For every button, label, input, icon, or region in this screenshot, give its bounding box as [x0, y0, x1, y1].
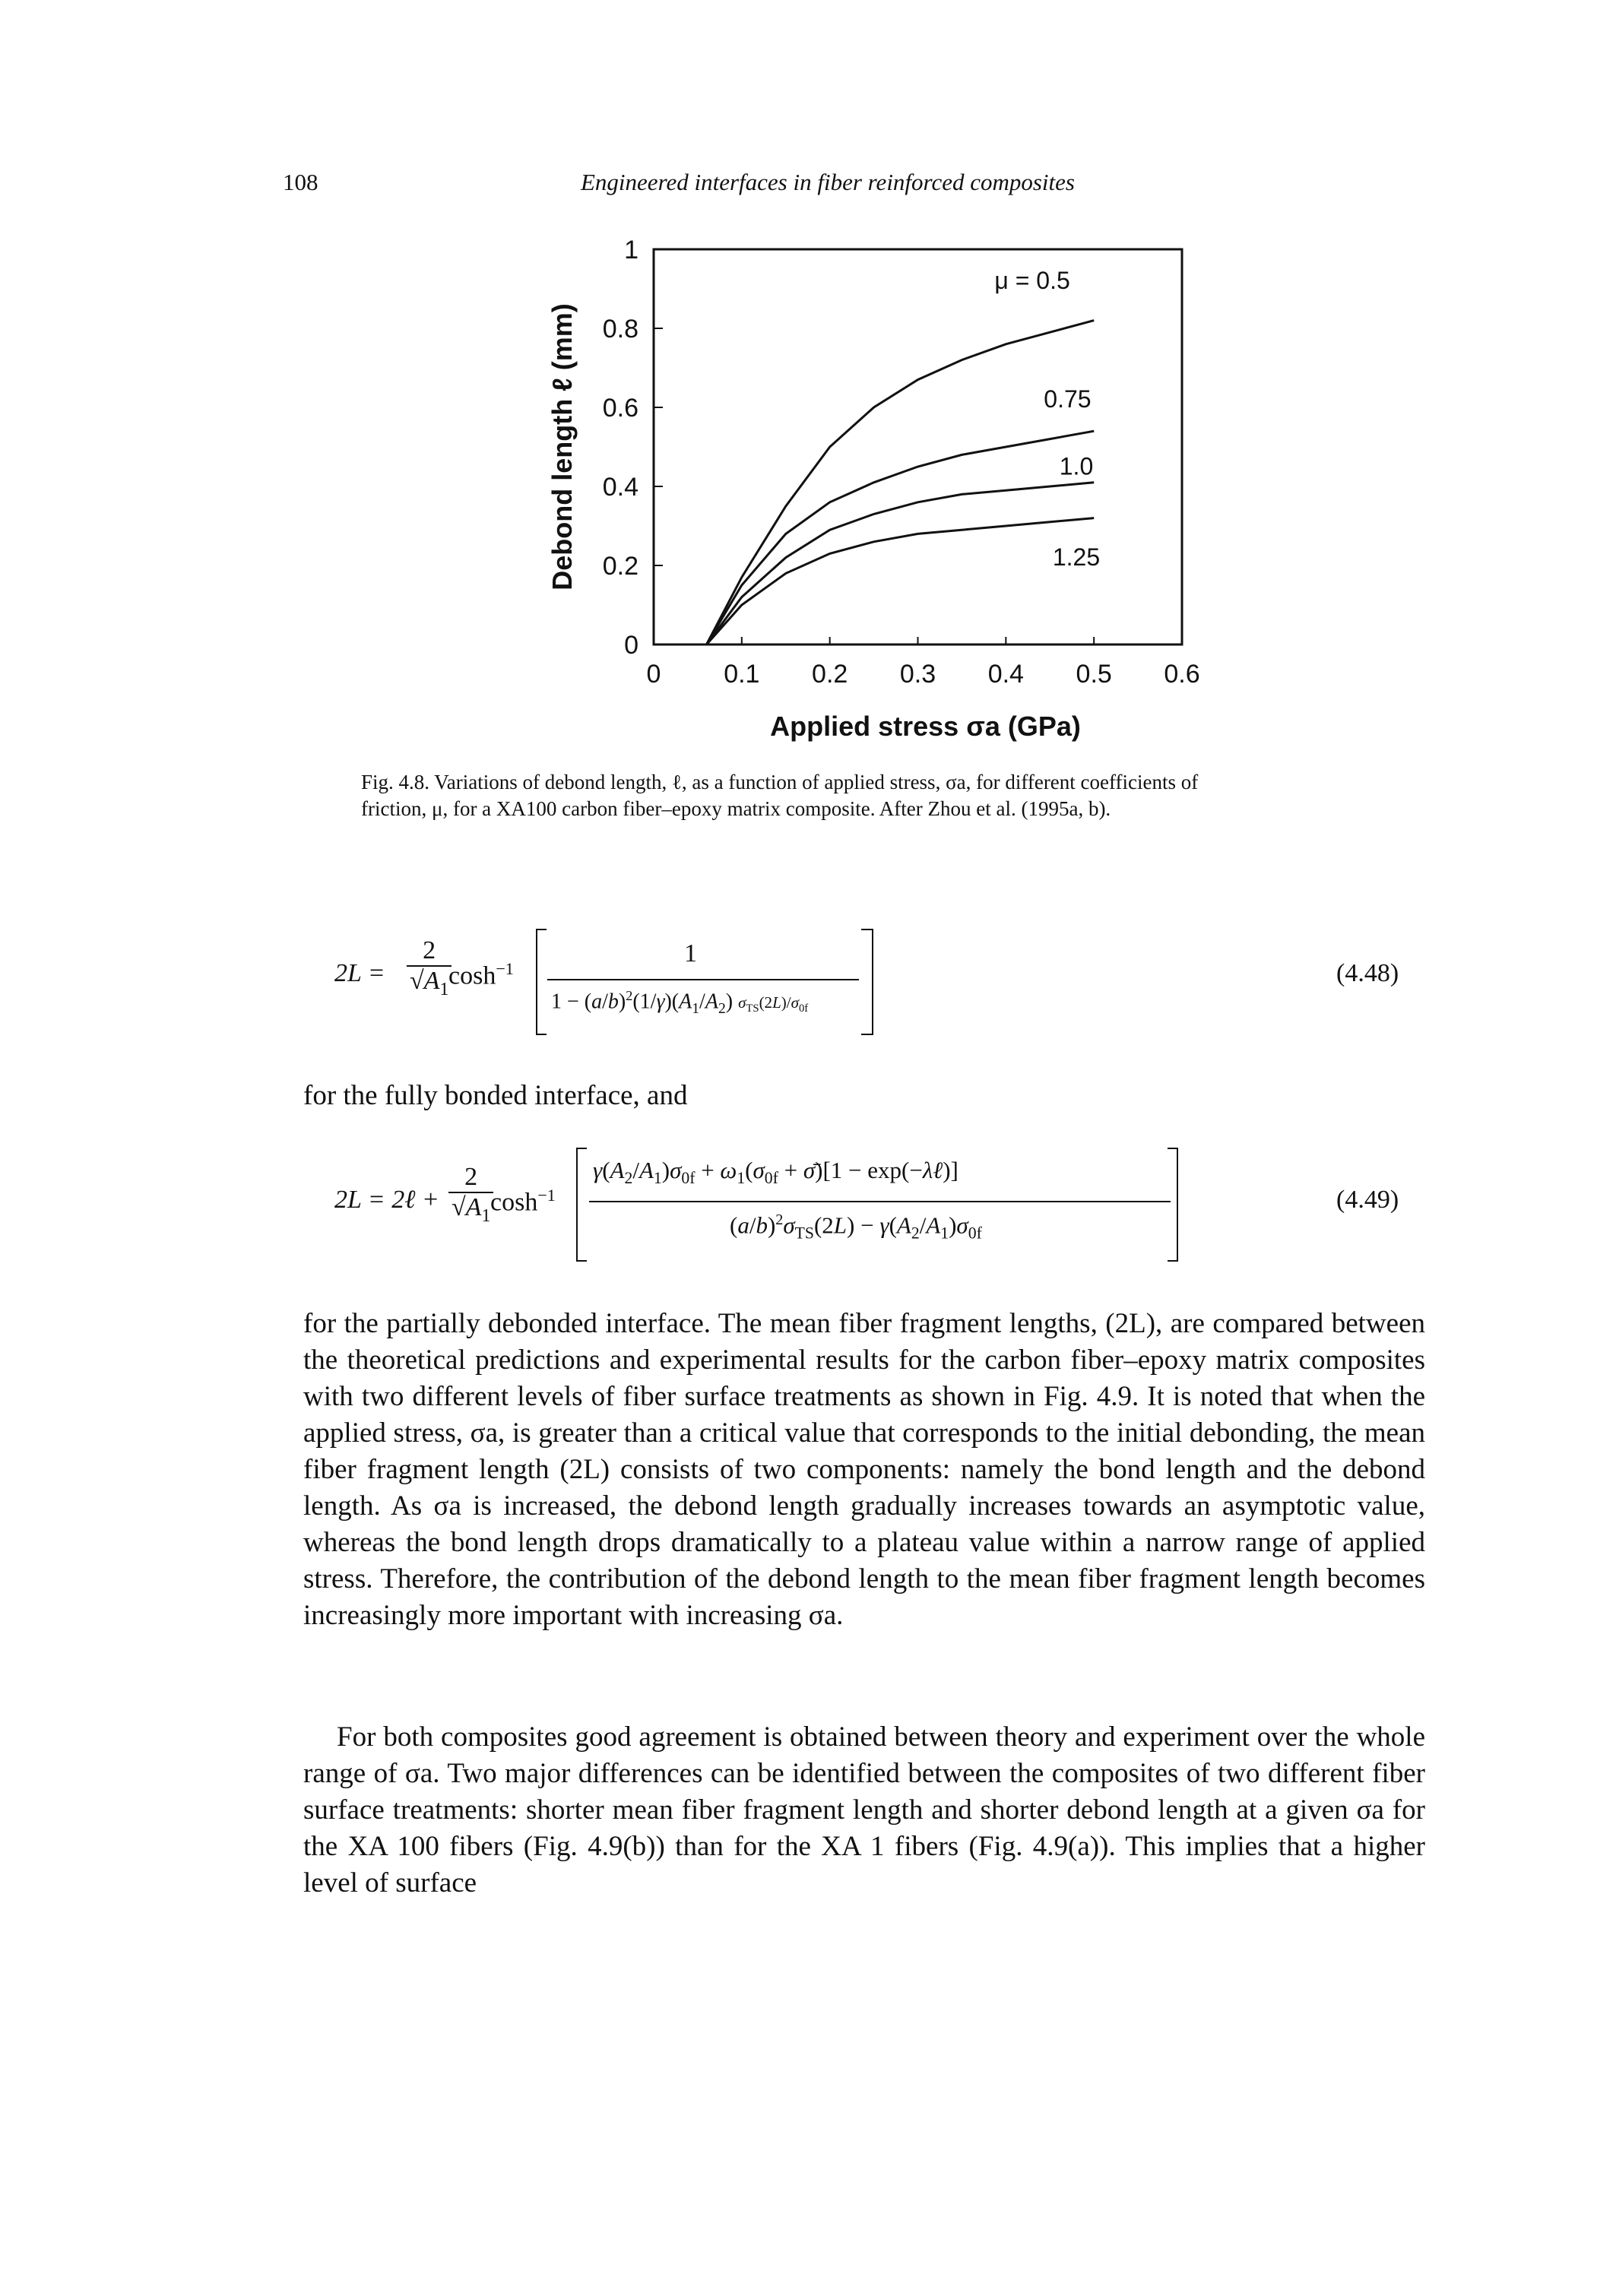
series-label: 0.75 — [1044, 385, 1091, 413]
x-tick-label: 0 — [647, 660, 661, 689]
series-line — [705, 517, 1095, 645]
equation-4-48: 2L = 2√A1 cosh−1 1 1 − (a/b)2(1/γ)(A1/A2… — [334, 929, 1399, 1043]
series-label: 1.0 — [1060, 452, 1093, 480]
equation-4-49: 2L = 2ℓ + 2√A1 cosh−1 γ(A2/A1)σ0f + ω1(σ… — [334, 1148, 1399, 1269]
x-tick-label: 0.3 — [900, 660, 936, 689]
x-axis-label: Applied stress σa (GPa) — [770, 711, 1081, 742]
figure-caption: Fig. 4.8. Variations of debond length, ℓ… — [361, 769, 1426, 822]
body-paragraph-2: For both composites good agreement is ob… — [303, 1721, 1425, 1899]
series-line — [705, 481, 1095, 645]
series-label: μ = 0.5 — [994, 267, 1069, 294]
x-tick-label: 0.4 — [988, 660, 1024, 689]
y-tick-label: 0.8 — [603, 315, 638, 344]
equation-number-4-48: (4.48) — [1336, 959, 1399, 987]
y-axis-label: Debond length ℓ (mm) — [547, 303, 578, 591]
y-tick-label: 0.2 — [603, 552, 638, 581]
y-tick-label: 0.4 — [603, 473, 638, 502]
equation-number-4-49: (4.49) — [1336, 1186, 1399, 1214]
x-tick-label: 0.5 — [1076, 660, 1112, 689]
series-line — [705, 319, 1095, 645]
series-line — [705, 429, 1095, 645]
x-tick-label: 0.2 — [812, 660, 848, 689]
plot-frame — [652, 248, 1183, 646]
caption-line-1: Fig. 4.8. Variations of debond length, ℓ… — [361, 771, 1199, 793]
x-tick-label: 0.6 — [1164, 660, 1199, 689]
debond-length-chart: 0 0.2 0.4 0.6 0.8 1 0 0.1 0.2 0.3 0.4 0.5 0.6Applied… — [547, 236, 1200, 742]
between-equations-text: for the fully bonded interface, and — [303, 1080, 688, 1111]
x-tick-label: 0.1 — [724, 660, 759, 689]
caption-line-2: friction, μ, for a XA100 carbon fiber–ep… — [361, 797, 1111, 820]
series-label: 1.25 — [1053, 543, 1100, 571]
y-tick-label: 1 — [624, 236, 638, 264]
page-number: 108 — [283, 169, 318, 195]
running-title: Engineered interfaces in fiber reinforce… — [581, 169, 1075, 195]
y-tick-label: 0.6 — [603, 394, 638, 423]
y-tick-label: 0 — [624, 631, 638, 660]
body-paragraph-1: for the partially debonded interface. Th… — [303, 1308, 1425, 1631]
